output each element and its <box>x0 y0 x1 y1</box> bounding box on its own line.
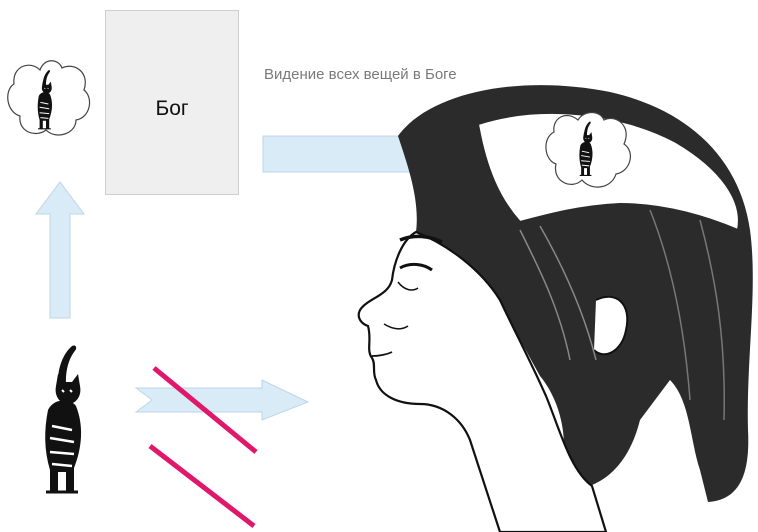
cat-icon <box>45 345 81 492</box>
thought-cloud-cat-icon <box>8 61 90 135</box>
perception-arrow <box>136 380 308 420</box>
up-arrow <box>36 182 84 318</box>
